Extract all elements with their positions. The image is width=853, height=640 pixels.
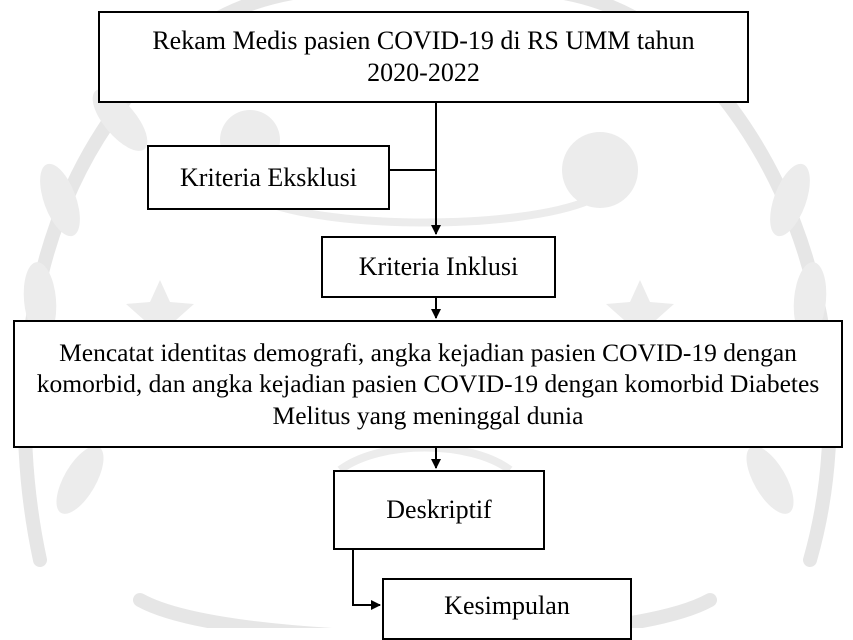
box-kriteria-eksklusi-label: Kriteria Eksklusi: [180, 162, 357, 192]
box-mencatat-identitas-label: Mencatat identitas demografi, angka keja…: [36, 338, 820, 430]
box-rekam-medis-label: Rekam Medis pasien COVID-19 di RS UMM ta…: [152, 26, 695, 87]
box-deskriptif-label: Deskriptif: [386, 495, 492, 525]
box-rekam-medis: Rekam Medis pasien COVID-19 di RS UMM ta…: [98, 11, 749, 103]
box-kesimpulan: Kesimpulan: [382, 578, 632, 640]
box-deskriptif: Deskriptif: [333, 470, 545, 550]
box-mencatat-identitas: Mencatat identitas demografi, angka keja…: [13, 320, 843, 448]
box-kriteria-eksklusi: Kriteria Eksklusi: [147, 145, 390, 210]
connector-deskriptif-to-kesimpulan: [352, 550, 381, 610]
box-kesimpulan-label: Kesimpulan: [444, 591, 570, 620]
box-kriteria-inklusi-label: Kriteria Inklusi: [358, 252, 519, 282]
box-kriteria-inklusi: Kriteria Inklusi: [321, 236, 556, 298]
